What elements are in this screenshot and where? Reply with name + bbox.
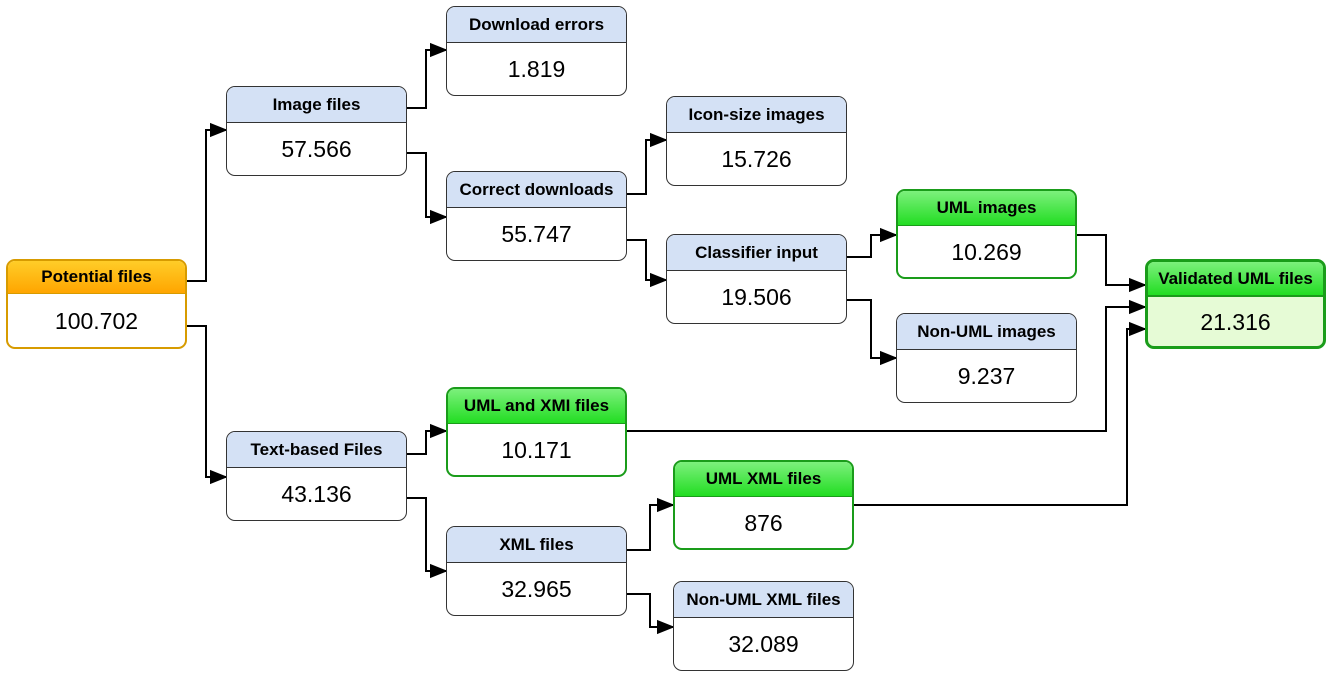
node-value: 32.089 bbox=[728, 630, 799, 657]
edge-image-to-download-errors bbox=[407, 42, 448, 109]
edge-image-to-correct-downloads bbox=[407, 152, 448, 225]
node-uml-and-xmi-files: UML and XMI files 10.171 bbox=[446, 387, 627, 477]
node-uml-xml-files: UML XML files 876 bbox=[673, 460, 854, 550]
node-uml-images: UML images 10.269 bbox=[896, 189, 1077, 279]
node-classifier-input: Classifier input 19.506 bbox=[666, 234, 847, 324]
node-value: 9.237 bbox=[957, 362, 1016, 389]
node-value: 100.702 bbox=[54, 307, 139, 334]
node-value: 43.136 bbox=[281, 480, 352, 507]
node-potential-files: Potential files 100.702 bbox=[6, 259, 187, 349]
edge-text-to-xml bbox=[407, 497, 448, 579]
edge-classifier-to-non-uml-images bbox=[847, 299, 898, 366]
node-title: XML files bbox=[447, 527, 626, 563]
node-title: Classifier input bbox=[667, 235, 846, 271]
node-non-uml-images: Non-UML images 9.237 bbox=[896, 313, 1077, 403]
edge-uml-xml-to-validated bbox=[854, 321, 1147, 506]
node-title: Download errors bbox=[447, 7, 626, 43]
node-title: Non-UML images bbox=[897, 314, 1076, 350]
node-title: Text-based Files bbox=[227, 432, 406, 468]
edge-classifier-to-uml-images bbox=[847, 227, 898, 258]
edge-correct-to-classifier bbox=[627, 239, 668, 288]
node-value: 876 bbox=[744, 509, 783, 536]
node-title: UML XML files bbox=[675, 462, 852, 497]
node-image-files: Image files 57.566 bbox=[226, 86, 407, 176]
node-title: UML and XMI files bbox=[448, 389, 625, 424]
node-value: 15.726 bbox=[721, 145, 792, 172]
node-value: 55.747 bbox=[501, 220, 572, 247]
edge-xml-to-non-uml-xml bbox=[627, 593, 675, 635]
edge-uml-images-to-validated bbox=[1077, 234, 1147, 293]
node-title: UML images bbox=[898, 191, 1075, 226]
node-value: 10.171 bbox=[501, 436, 572, 463]
node-title: Correct downloads bbox=[447, 172, 626, 208]
node-title: Icon-size images bbox=[667, 97, 846, 133]
edge-text-to-uml-xmi bbox=[407, 423, 448, 455]
edge-potential-to-image bbox=[187, 122, 228, 282]
edge-xml-to-uml-xml bbox=[627, 497, 675, 551]
node-icon-size-images: Icon-size images 15.726 bbox=[666, 96, 847, 186]
node-value: 32.965 bbox=[501, 575, 572, 602]
node-title: Non-UML XML files bbox=[674, 582, 853, 618]
node-value: 19.506 bbox=[721, 283, 792, 310]
node-text-based-files: Text-based Files 43.136 bbox=[226, 431, 407, 521]
node-correct-downloads: Correct downloads 55.747 bbox=[446, 171, 627, 261]
node-download-errors: Download errors 1.819 bbox=[446, 6, 627, 96]
node-xml-files: XML files 32.965 bbox=[446, 526, 627, 616]
node-title: Potential files bbox=[8, 261, 185, 294]
node-value: 10.269 bbox=[951, 238, 1022, 265]
node-title: Validated UML files bbox=[1148, 262, 1323, 297]
edge-potential-to-text bbox=[187, 325, 228, 485]
node-value: 21.316 bbox=[1200, 308, 1271, 335]
node-value: 1.819 bbox=[507, 55, 566, 82]
node-value: 57.566 bbox=[281, 135, 352, 162]
node-title: Image files bbox=[227, 87, 406, 123]
edge-correct-to-icon bbox=[627, 132, 668, 195]
node-non-uml-xml-files: Non-UML XML files 32.089 bbox=[673, 581, 854, 671]
node-validated-uml-files: Validated UML files 21.316 bbox=[1145, 259, 1326, 349]
edge-uml-xmi-to-validated bbox=[627, 299, 1147, 432]
